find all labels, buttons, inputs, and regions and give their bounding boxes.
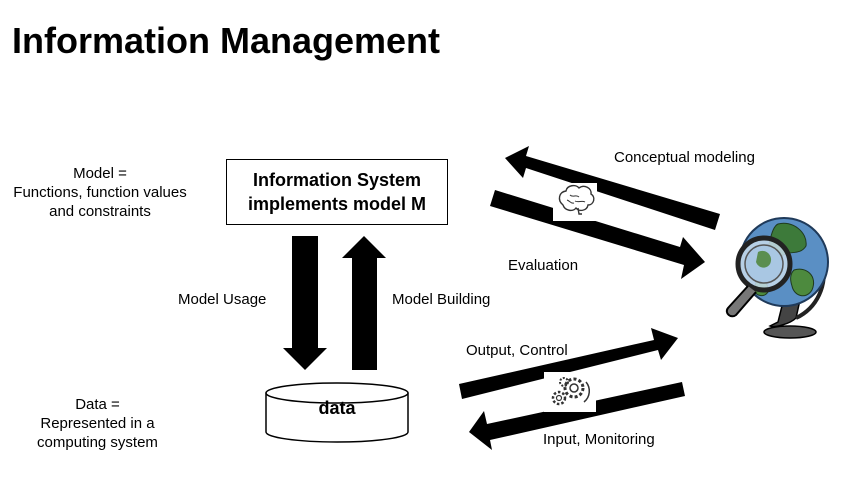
output-control-label: Output, Control — [466, 342, 568, 359]
model-building-label: Model Building — [392, 291, 491, 308]
information-system-box: Information System implements model M — [226, 159, 448, 225]
data-definition: Data = Represented in a computing system — [10, 395, 185, 452]
model-building-arrow — [342, 236, 386, 370]
model-definition-line1: Model = — [73, 165, 127, 182]
model-definition-line3: and constraints — [49, 203, 151, 220]
input-monitoring-arrow — [469, 382, 685, 450]
page-title: Information Management — [12, 20, 441, 61]
output-control-arrow — [459, 328, 678, 399]
model-definition-line2: Functions, function values — [13, 184, 187, 201]
gears-icon — [544, 372, 596, 412]
globe-magnifier-icon — [725, 217, 829, 339]
conceptual-modeling-arrow — [505, 146, 720, 230]
data-store-label: data — [318, 398, 356, 418]
model-definition: Model = Functions, function values and c… — [0, 164, 200, 221]
data-definition-line2: Represented in a — [40, 415, 155, 432]
data-store-cylinder — [265, 382, 409, 443]
data-definition-line1: Data = — [75, 396, 120, 413]
conceptual-modeling-label: Conceptual modeling — [614, 149, 755, 166]
information-system-line1: Information System — [252, 170, 422, 190]
information-system-line2: implements model M — [247, 194, 427, 214]
evaluation-label: Evaluation — [508, 257, 579, 274]
evaluation-arrow — [490, 190, 705, 279]
input-monitoring-label: Input, Monitoring — [543, 431, 655, 448]
data-definition-line3: computing system — [37, 434, 158, 451]
model-usage-label: Model Usage — [178, 291, 267, 308]
model-usage-arrow — [283, 236, 327, 370]
brain-icon — [553, 183, 597, 221]
